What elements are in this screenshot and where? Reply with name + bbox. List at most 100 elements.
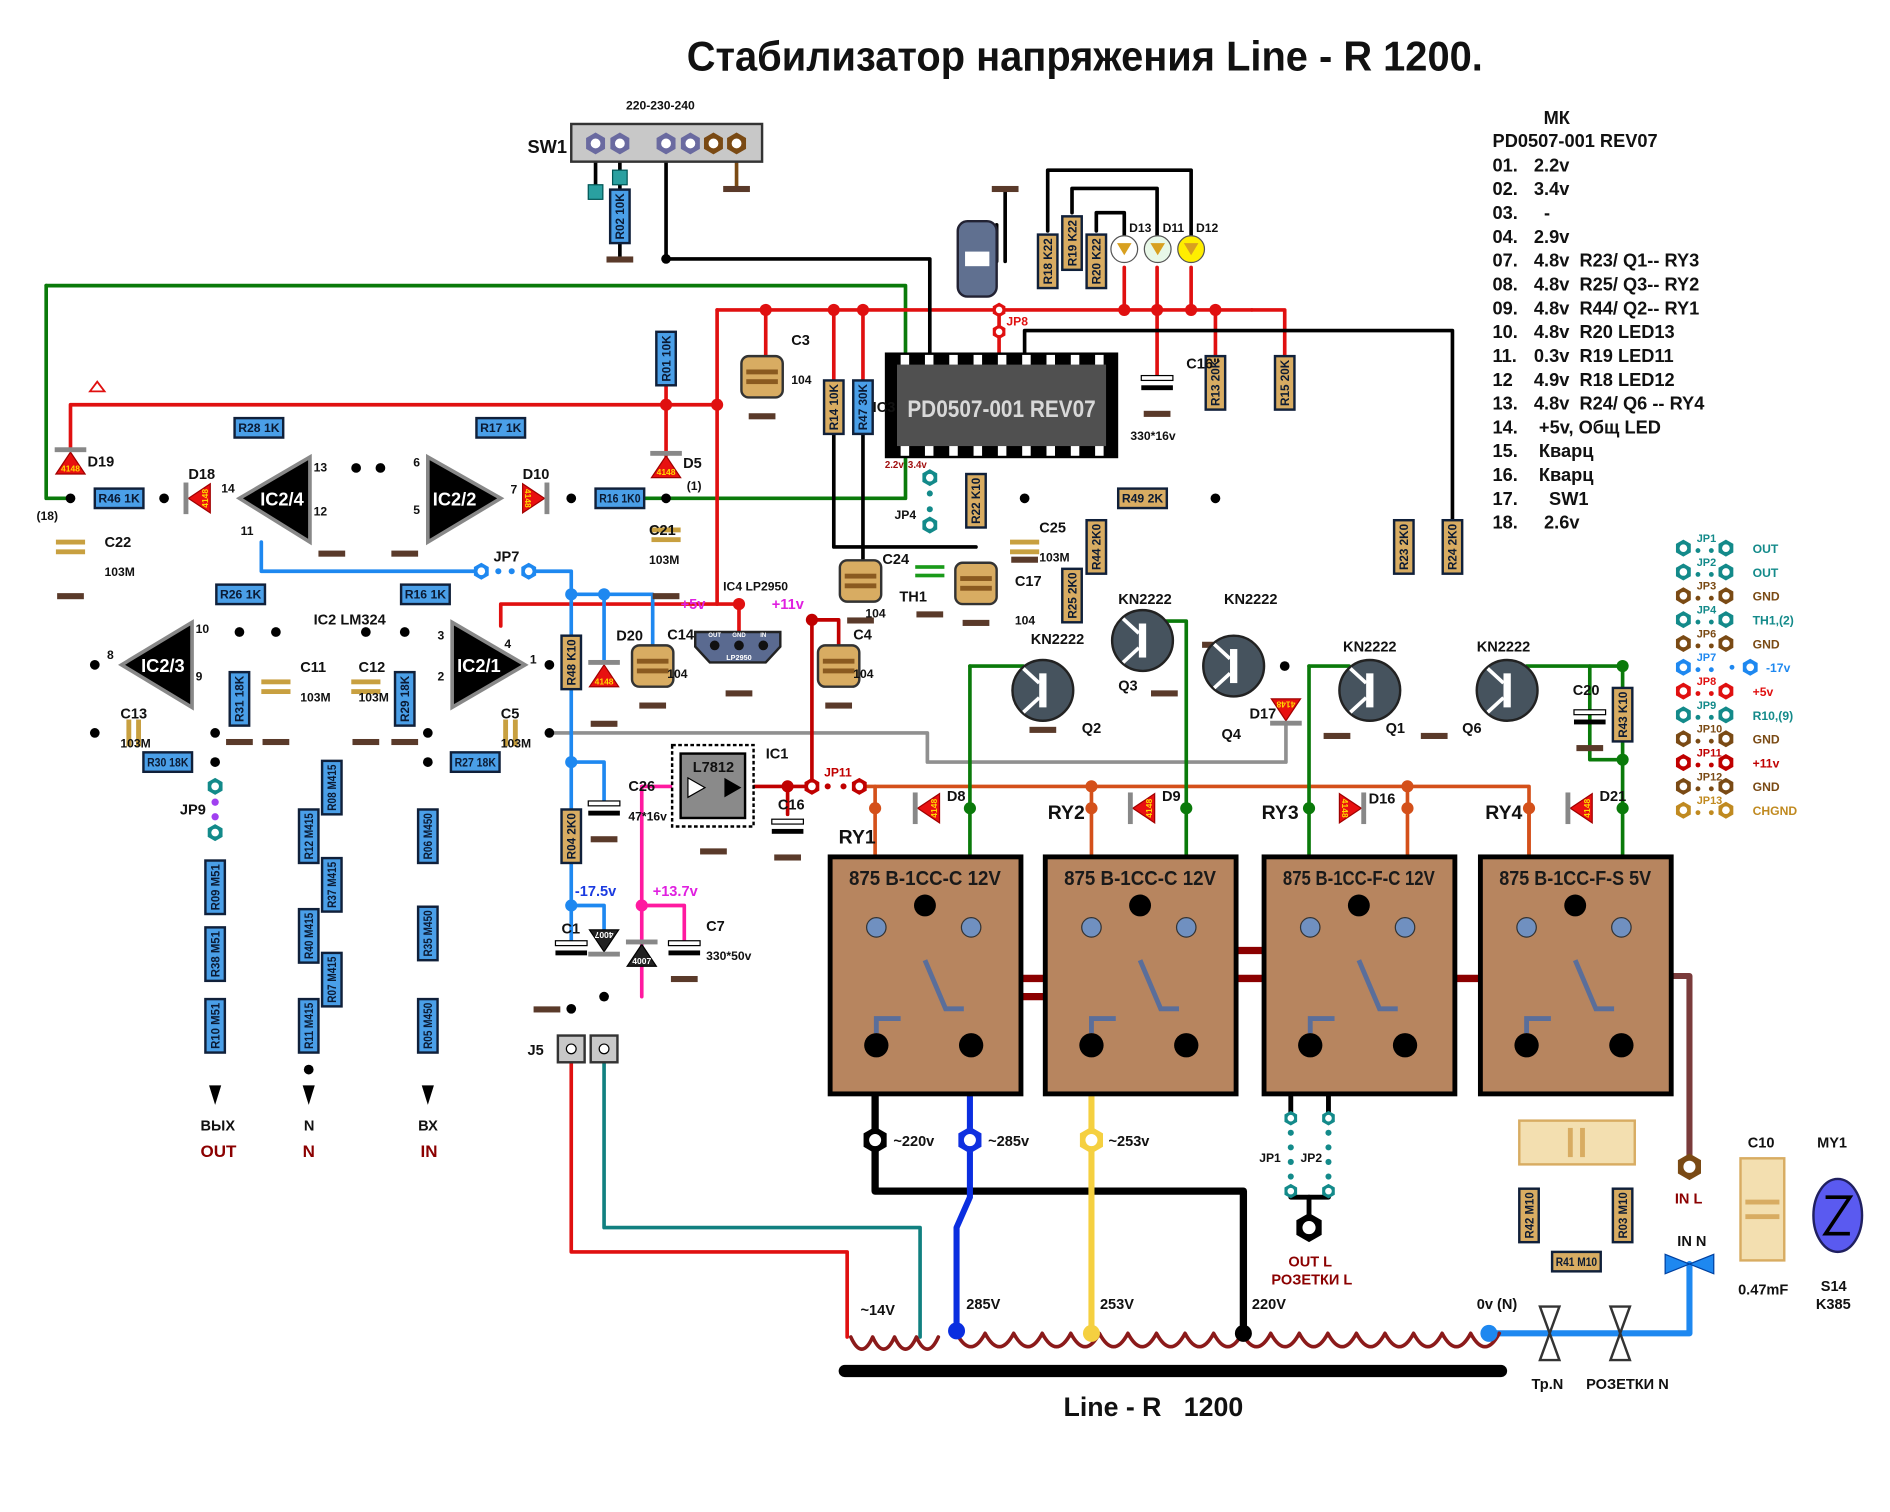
resistor xyxy=(965,472,987,529)
resistor xyxy=(393,670,416,727)
transistor-leads xyxy=(1022,667,1041,714)
terminal-hole xyxy=(614,138,625,149)
junction-dot xyxy=(1287,1144,1294,1151)
junction-dot xyxy=(1401,802,1414,815)
diode-body-icon xyxy=(54,451,87,475)
arrow-down-icon xyxy=(209,1085,222,1105)
capacitor-plate-positive xyxy=(667,940,701,947)
wire xyxy=(68,402,719,452)
transistor-part: KN2222 xyxy=(1343,639,1397,655)
transistor-part: KN2222 xyxy=(1118,592,1172,608)
neutral-terminal xyxy=(1608,1305,1632,1362)
junction-dot xyxy=(827,303,840,317)
transformer-coil-main xyxy=(954,1331,1502,1349)
jp4-label: JP4 xyxy=(895,508,917,522)
tap-dot xyxy=(1234,1324,1252,1342)
ground-symbol xyxy=(847,617,874,624)
resistor xyxy=(1085,233,1108,290)
legend-jumper-name: JP3 xyxy=(1697,581,1716,593)
resistor-label: R41 M10 xyxy=(1556,1255,1598,1269)
terminal-hole xyxy=(1722,687,1730,695)
diode-part: 4148 xyxy=(523,489,533,508)
in-l-label: IN L xyxy=(1675,1191,1703,1207)
capacitor-plate xyxy=(822,658,855,664)
mk-pin-number: 01. xyxy=(1493,154,1518,175)
terminal-hole xyxy=(1722,711,1730,719)
capacitor-plate xyxy=(960,576,992,581)
legend-jumper-name: JP9 xyxy=(1697,700,1716,712)
junction-dot xyxy=(159,493,169,504)
capacitor-label: C3 xyxy=(791,333,810,349)
j5-connector xyxy=(556,1034,586,1064)
junction-dot xyxy=(599,991,609,1002)
capacitor-plate xyxy=(55,549,86,555)
resistor xyxy=(1611,686,1634,743)
tap-dot xyxy=(1480,1324,1498,1342)
ground-symbol xyxy=(1576,745,1604,752)
wire xyxy=(547,721,1288,764)
diode-cathode-bar xyxy=(1127,792,1133,825)
ic3-pin xyxy=(1095,446,1104,456)
legend-jumper-signal: -17v xyxy=(1766,661,1791,675)
junction-dot xyxy=(508,568,515,575)
ground-symbol xyxy=(825,702,853,709)
junction-dot xyxy=(211,813,219,821)
junction-dot xyxy=(1151,303,1164,317)
terminal-hole xyxy=(1722,806,1730,815)
ic3-pin xyxy=(1095,354,1104,365)
mk-pin-number: 03. xyxy=(1493,202,1518,223)
legend-jumper-name: JP8 xyxy=(1697,676,1716,688)
terminal-hole xyxy=(661,138,671,149)
diode-cathode-bar xyxy=(912,792,918,825)
relay-coil-pin xyxy=(865,917,887,938)
terminal-hole xyxy=(1679,639,1688,648)
thermistor-plate xyxy=(915,573,945,578)
resistor-label: R29 18K xyxy=(398,676,412,722)
junction-dot xyxy=(1695,786,1701,792)
terminal-hole xyxy=(1679,734,1688,743)
junction-dot xyxy=(759,303,772,317)
junction-dot xyxy=(781,780,794,793)
ic3-pin1-voltage: 2.2v xyxy=(885,460,905,471)
junction-dot xyxy=(495,568,502,575)
mk-pin-value: 4.8v R44/ Q2-- RY1 xyxy=(1534,297,1699,318)
resistor-label: R37 M415 xyxy=(325,862,339,908)
terminal-hole xyxy=(590,138,601,149)
wire xyxy=(1025,462,1119,498)
arrow-down-icon xyxy=(302,1085,315,1105)
ic3-pin xyxy=(924,446,934,456)
ic3-label: IC3 xyxy=(873,400,896,416)
transistor-leads xyxy=(1349,667,1368,714)
capacitor-value: 103M xyxy=(1039,551,1069,565)
junction-dot xyxy=(659,398,673,411)
resistor-label: R04 2K0 xyxy=(565,813,579,859)
capacitor-label: C1 xyxy=(562,921,581,937)
terminal-in-en: IN xyxy=(421,1142,438,1161)
terminal-hole xyxy=(477,567,486,576)
ground-symbol xyxy=(962,619,990,626)
terminal-hole xyxy=(1722,615,1730,624)
capacitor-plate xyxy=(351,689,381,695)
capacitor-label: C5 xyxy=(501,706,520,722)
legend-jumper-name: JP6 xyxy=(1697,628,1716,640)
transistor-base xyxy=(1366,673,1374,708)
ground-symbol xyxy=(774,854,801,861)
resistor-label: R42 M10 xyxy=(1522,1192,1536,1238)
pin-number: 13 xyxy=(314,461,328,475)
relay-coil-pin xyxy=(1081,917,1102,938)
capacitor-box xyxy=(740,354,784,399)
legend-jumper-signal: GND xyxy=(1753,590,1780,604)
terminal-hole xyxy=(963,1134,976,1147)
terminal-hole xyxy=(708,138,719,149)
pin-number: 10 xyxy=(196,622,210,636)
in-n-terminal xyxy=(1664,1253,1715,1275)
transistor-leads xyxy=(1212,642,1232,690)
relay-contact xyxy=(873,959,964,1034)
ic4-pin-label: OUT xyxy=(708,633,721,639)
terminal-out-ru: ВЫХ xyxy=(201,1118,236,1134)
relay-common-pin xyxy=(1129,894,1152,917)
tap-0v: 0v (N) xyxy=(1477,1297,1518,1313)
capacitor-plate xyxy=(668,950,701,956)
wire xyxy=(498,308,719,628)
ground-symbol xyxy=(916,611,944,618)
